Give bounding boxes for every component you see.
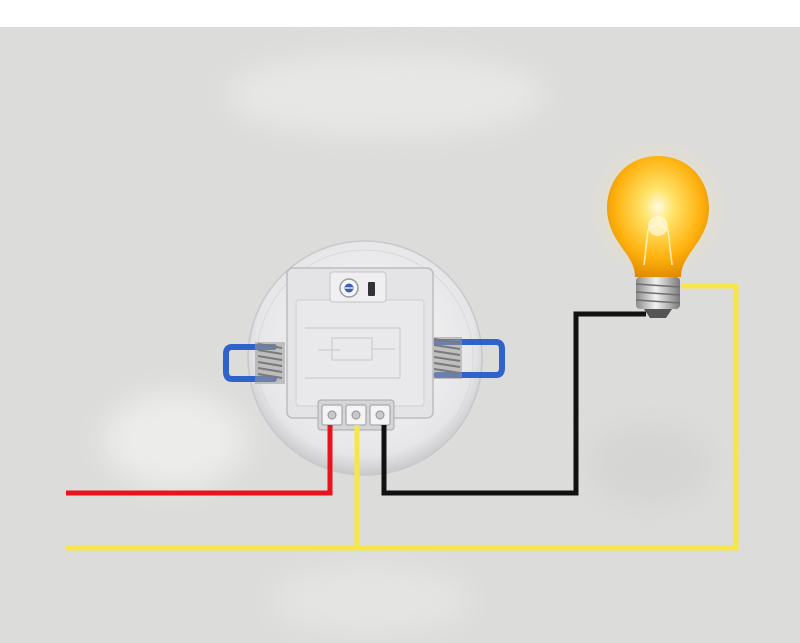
housing-embossing	[305, 327, 401, 379]
neutral-wire	[66, 283, 739, 551]
right-spring-clip	[432, 337, 505, 379]
background-blurs	[103, 53, 712, 635]
light-bulb	[586, 136, 730, 318]
switched-wire	[381, 311, 646, 496]
wires	[66, 283, 739, 551]
live-wire	[66, 425, 333, 496]
adjust-slot	[368, 282, 375, 296]
motion-sensor	[223, 240, 505, 476]
left-spring-clip	[223, 342, 285, 384]
